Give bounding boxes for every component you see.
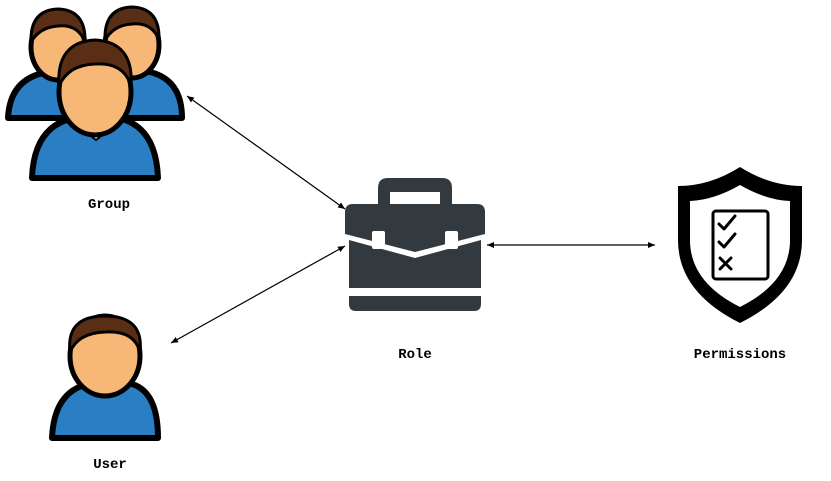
briefcase-icon: [345, 178, 485, 311]
user-icon: [52, 316, 158, 438]
permissions-label: Permissions: [694, 347, 786, 363]
group-role-arrow: [187, 96, 345, 209]
group-label: Group: [88, 197, 130, 213]
group-users-icon: [8, 7, 182, 178]
user-role-arrow: [171, 246, 345, 343]
user-label: User: [93, 457, 127, 473]
role-label: Role: [398, 347, 432, 363]
shield-checklist-icon: [678, 167, 802, 323]
